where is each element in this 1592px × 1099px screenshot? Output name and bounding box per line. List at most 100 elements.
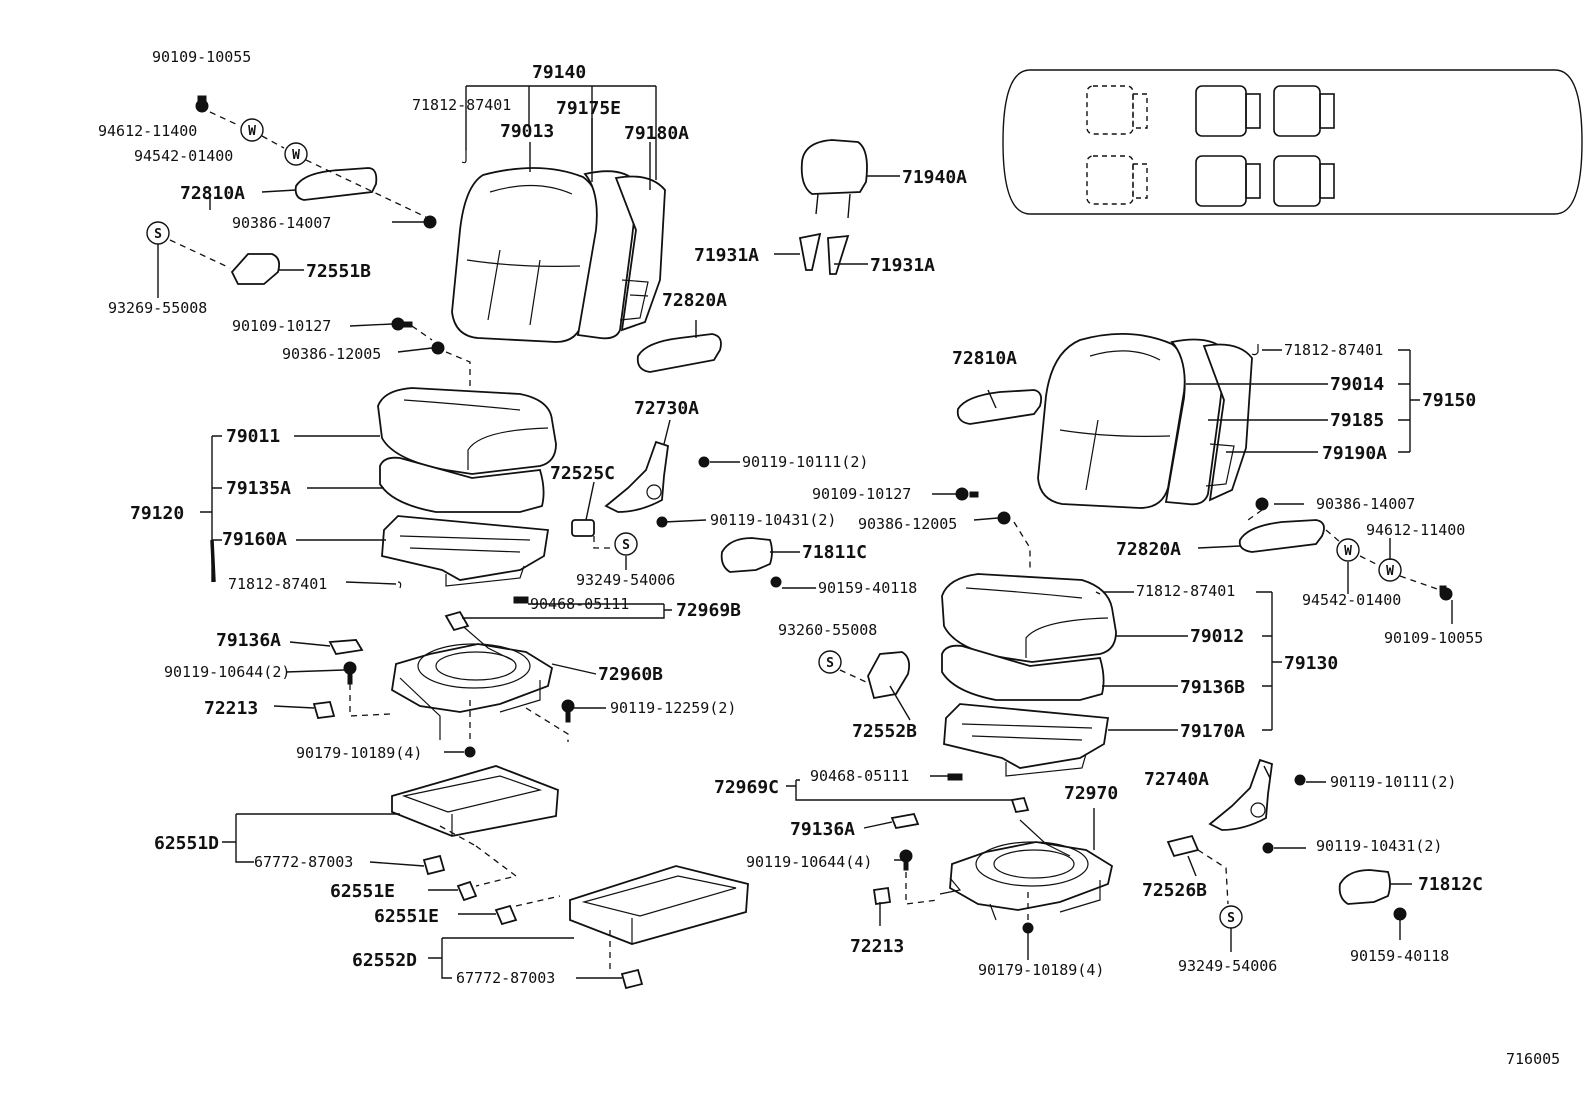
label-71812-87401-a: 71812-87401 bbox=[412, 96, 511, 114]
label-90179-10189-a: 90179-10189(4) bbox=[296, 744, 422, 762]
seat-track-72970 bbox=[939, 819, 1114, 921]
headrest-guide-71931A bbox=[798, 232, 850, 275]
label-79190A: 79190A bbox=[1322, 443, 1387, 464]
label-90468-05111-a: 90468-05111 bbox=[530, 595, 629, 613]
label-79150: 79150 bbox=[1422, 390, 1476, 411]
svg-text:S: S bbox=[622, 538, 630, 553]
label-90119-10111-b: 90119-10111(2) bbox=[1330, 773, 1456, 791]
label-71812-87401-d: 71812-87401 bbox=[1136, 582, 1235, 600]
label-79136A-a: 79136A bbox=[216, 630, 281, 651]
svg-text:S: S bbox=[826, 656, 834, 671]
svg-text:S: S bbox=[1227, 911, 1235, 926]
label-72526B: 72526B bbox=[1142, 880, 1207, 901]
right-pad-79136B bbox=[941, 644, 1105, 701]
svg-text:S: S bbox=[154, 227, 162, 242]
label-62551D: 62551D bbox=[154, 833, 219, 854]
label-79185: 79185 bbox=[1330, 410, 1384, 431]
label-90109-10055-b: 90109-10055 bbox=[1384, 629, 1483, 647]
lever-72969B bbox=[444, 610, 470, 632]
seat-layout-icon bbox=[1002, 69, 1583, 215]
tray-62551D bbox=[391, 765, 559, 837]
clip-62551E-b bbox=[494, 904, 518, 926]
label-72552B: 72552B bbox=[852, 721, 917, 742]
label-79130: 79130 bbox=[1284, 653, 1338, 674]
label-62551E-a: 62551E bbox=[330, 881, 395, 902]
label-90119-10644-b: 90119-10644(4) bbox=[746, 853, 872, 871]
dashed-leaders bbox=[169, 111, 1441, 970]
hook-71812-87401-a bbox=[461, 149, 467, 164]
label-79120: 79120 bbox=[130, 503, 184, 524]
label-71931A-a: 71931A bbox=[694, 245, 759, 266]
left-seatback-cover bbox=[451, 167, 600, 343]
stopper-72213-b bbox=[872, 886, 892, 906]
seat-track-72960B bbox=[391, 621, 554, 740]
label-90159-40118-a: 90159-40118 bbox=[818, 579, 917, 597]
label-72820A-b: 72820A bbox=[1116, 539, 1181, 560]
label-94612-11400-b: 94612-11400 bbox=[1366, 521, 1465, 539]
label-79012: 79012 bbox=[1190, 626, 1244, 647]
label-62551E-b: 62551E bbox=[374, 906, 439, 927]
left-seatback-pad bbox=[576, 170, 639, 340]
label-62552D: 62552D bbox=[352, 950, 417, 971]
label-90119-10644-a: 90119-10644(2) bbox=[164, 663, 290, 681]
label-71931A-b: 71931A bbox=[870, 255, 935, 276]
label-90119-10111-a: 90119-10111(2) bbox=[742, 453, 868, 471]
label-72969B: 72969B bbox=[676, 600, 741, 621]
label-79013: 79013 bbox=[500, 121, 554, 142]
label-90109-10127-b: 90109-10127 bbox=[812, 485, 911, 503]
label-71940A: 71940A bbox=[902, 167, 967, 188]
label-93249-54006-b: 93249-54006 bbox=[1178, 957, 1277, 975]
bracket-72552B bbox=[867, 651, 911, 700]
label-72969C: 72969C bbox=[714, 777, 779, 798]
label-90119-10431-a: 90119-10431(2) bbox=[710, 511, 836, 529]
part-number-labels: 90109-10055 94612-11400 94542-01400 7281… bbox=[98, 48, 1560, 1068]
armrest-72820A-a bbox=[636, 333, 722, 373]
label-72213-a: 72213 bbox=[204, 698, 258, 719]
label-72970: 72970 bbox=[1064, 783, 1118, 804]
label-72820A-a: 72820A bbox=[662, 290, 727, 311]
label-79136B: 79136B bbox=[1180, 677, 1245, 698]
label-72960B: 72960B bbox=[598, 664, 663, 685]
label-93269-55008: 93269-55008 bbox=[108, 299, 207, 317]
bracket-72525C bbox=[571, 519, 595, 537]
label-79160A: 79160A bbox=[222, 529, 287, 550]
label-90179-10189-b: 90179-10189(4) bbox=[978, 961, 1104, 979]
label-93249-54006-a: 93249-54006 bbox=[576, 571, 675, 589]
label-90159-40118-b: 90159-40118 bbox=[1350, 947, 1449, 965]
right-seatback-pad bbox=[1164, 338, 1227, 506]
label-79175E: 79175E bbox=[556, 98, 621, 119]
cover-71811C bbox=[720, 537, 773, 573]
label-90119-10431-b: 90119-10431(2) bbox=[1316, 837, 1442, 855]
knob-79136A-b bbox=[890, 812, 920, 830]
label-71812-87401-b: 71812-87401 bbox=[228, 575, 327, 593]
label-90109-10055-a: 90109-10055 bbox=[152, 48, 251, 66]
label-72551B: 72551B bbox=[306, 261, 371, 282]
label-90468-05111-b: 90468-05111 bbox=[810, 767, 909, 785]
svg-text:W: W bbox=[1386, 564, 1394, 579]
stopper-72213-a bbox=[312, 701, 336, 719]
label-72810A-a: 72810A bbox=[180, 183, 245, 204]
label-94612-11400-a: 94612-11400 bbox=[98, 122, 197, 140]
label-72810A-b: 72810A bbox=[952, 348, 1017, 369]
label-71811C: 71811C bbox=[802, 542, 867, 563]
svg-text:W: W bbox=[292, 148, 300, 163]
label-90386-14007-b: 90386-14007 bbox=[1316, 495, 1415, 513]
headrest-71940A bbox=[800, 139, 868, 219]
label-94542-01400-b: 94542-01400 bbox=[1302, 591, 1401, 609]
right-cushion-79012 bbox=[941, 573, 1117, 663]
label-79136A-b: 79136A bbox=[790, 819, 855, 840]
label-72213-b: 72213 bbox=[850, 936, 904, 957]
knob-79136A-a bbox=[328, 639, 364, 655]
left-frame-79160A bbox=[381, 515, 550, 587]
label-79170A: 79170A bbox=[1180, 721, 1245, 742]
right-frame-79170A bbox=[943, 703, 1110, 777]
label-79014: 79014 bbox=[1330, 374, 1384, 395]
label-72730A: 72730A bbox=[634, 398, 699, 419]
bracket-72551B bbox=[230, 253, 281, 285]
label-79135A: 79135A bbox=[226, 478, 291, 499]
hook-71812-87401-b bbox=[397, 581, 402, 589]
armrest-72810A-b bbox=[956, 389, 1043, 425]
left-pad-79135A bbox=[379, 456, 545, 513]
left-seatback-frame bbox=[614, 175, 666, 332]
